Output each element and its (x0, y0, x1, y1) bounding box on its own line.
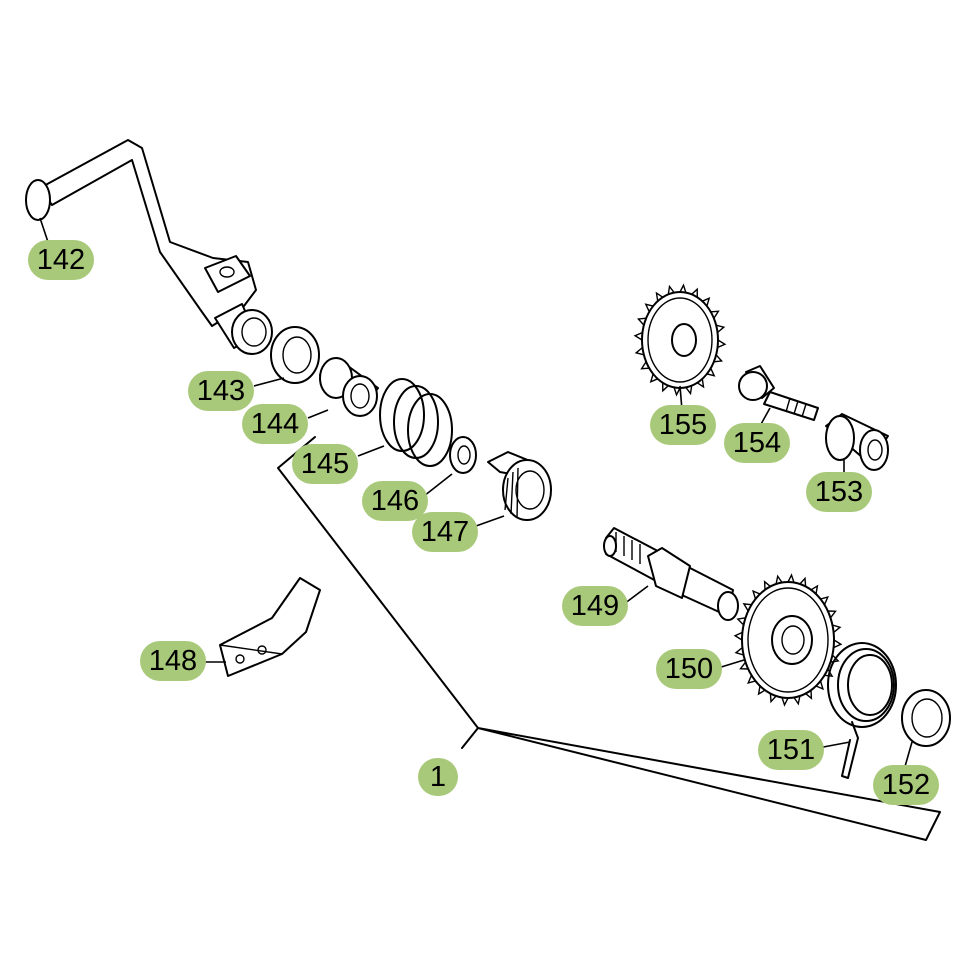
callout-145: 145 (292, 444, 358, 484)
kick-gear-150 (741, 581, 835, 699)
callout-label: 148 (149, 645, 197, 677)
callout-label: 155 (659, 409, 707, 441)
return-spring-151 (827, 642, 897, 779)
callout-150: 150 (656, 649, 722, 689)
gear-teeth-150 (733, 573, 843, 707)
callout-label: 1 (430, 761, 446, 793)
callout-144: 144 (242, 404, 308, 444)
callout-label: 151 (767, 734, 815, 766)
callout-label: 142 (37, 244, 85, 276)
bushing-144 (319, 357, 379, 417)
callout-155: 155 (650, 405, 716, 445)
gear-teeth-155 (633, 283, 727, 397)
callout-label: 150 (665, 653, 713, 685)
bolt-154 (738, 365, 819, 421)
idler-gear-155 (641, 291, 719, 389)
washer-143 (270, 326, 320, 384)
callout-label: 149 (571, 590, 619, 622)
callout-label: 152 (882, 769, 930, 801)
callout-badge (418, 758, 458, 796)
bushing-153 (825, 413, 889, 471)
callout-label: 143 (197, 375, 245, 407)
callout-152: 152 (873, 765, 939, 805)
callout-148: 148 (140, 641, 206, 681)
callout-label: 153 (815, 476, 863, 508)
callout-153: 153 (806, 472, 872, 512)
washer-146 (449, 436, 477, 474)
callout-1: 1 (418, 758, 458, 796)
callout-149: 149 (562, 586, 628, 626)
callout-154: 154 (724, 423, 790, 463)
callout-151: 151 (758, 730, 824, 770)
washer-152 (901, 689, 951, 747)
guide-plate-148 (219, 577, 321, 677)
callout-142: 142 (28, 240, 94, 280)
callout-147: 147 (412, 512, 478, 552)
spring-145 (379, 378, 453, 467)
kickstart-shaft-149 (603, 527, 739, 621)
callout-label: 145 (301, 448, 349, 480)
callout-label: 144 (251, 408, 299, 440)
kickstarter-lever (25, 139, 273, 355)
callout-146: 146 (362, 481, 428, 521)
callout-143: 143 (188, 371, 254, 411)
callout-label: 154 (733, 427, 781, 459)
assembly-bracket-line (277, 436, 941, 841)
ratchet-147 (487, 451, 552, 521)
callout-label: 147 (421, 516, 469, 548)
callout-label: 146 (371, 485, 419, 517)
